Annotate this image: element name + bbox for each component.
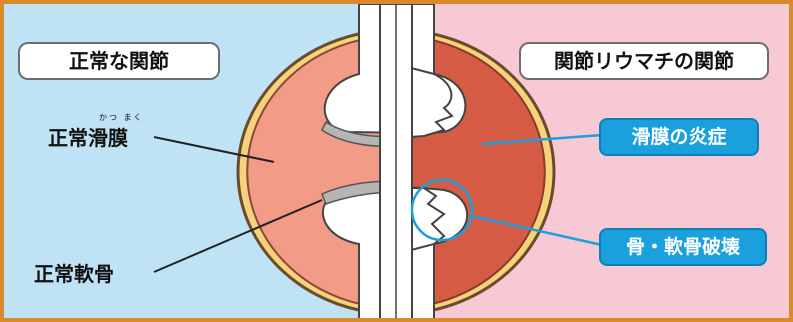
inflammation-callout: 滑膜の炎症 [599,118,759,156]
normal-synovium-label: 正常滑膜 [48,122,128,151]
ra-joint-title: 関節リウマチの関節 [519,42,769,80]
normal-cartilage-label: 正常軟骨 [34,258,114,287]
normal-joint-title: 正常な関節 [18,42,220,80]
destruction-callout: 骨・軟骨破壊 [599,228,767,266]
